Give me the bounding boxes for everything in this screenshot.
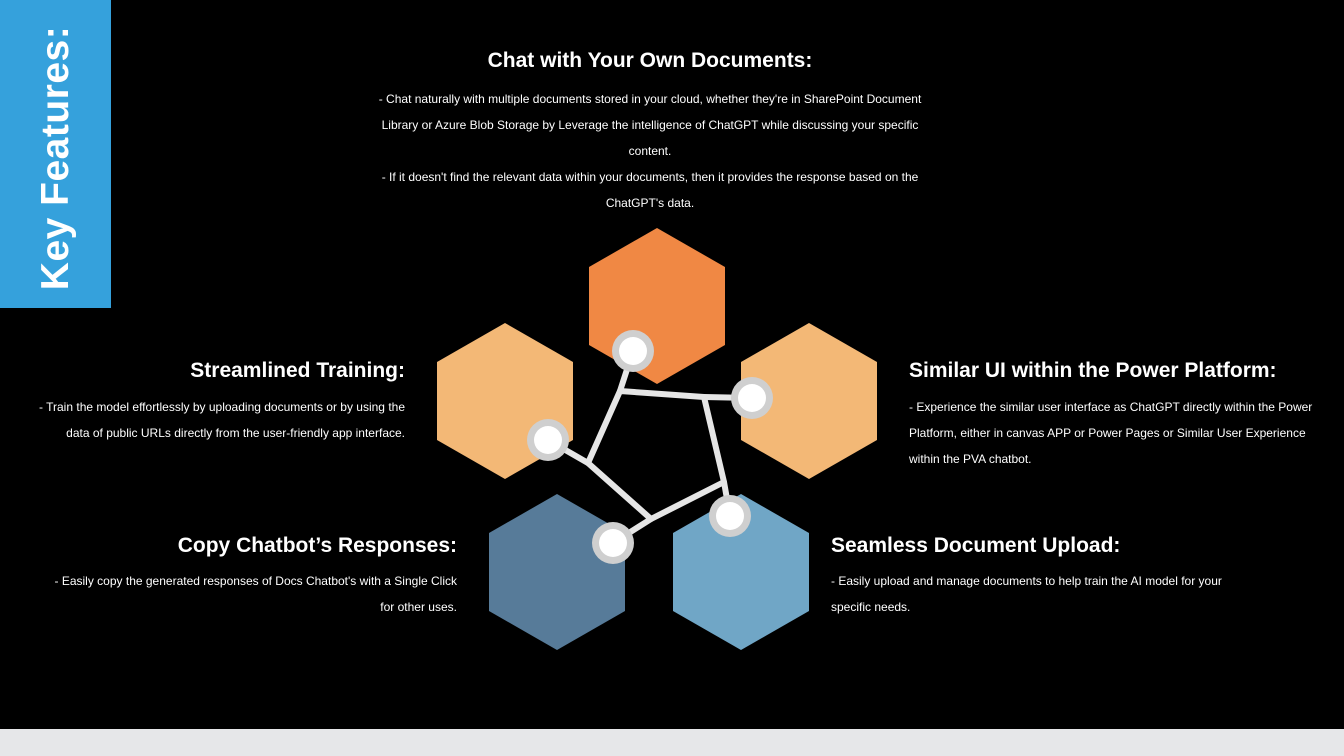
connector-nodes <box>527 330 773 564</box>
feature-right-title: Similar UI within the Power Platform: <box>909 359 1277 382</box>
feature-bottom-right-line: - Easily upload and manage documents to … <box>831 574 1222 588</box>
feature-bottom-left-title: Copy Chatbot’s Responses: <box>177 534 457 557</box>
hexagon-diagram <box>437 228 877 650</box>
feature-top-line: Library or Azure Blob Storage by Leverag… <box>381 118 919 132</box>
feature-top-title: Chat with Your Own Documents: <box>487 49 813 72</box>
bottom-strip <box>0 729 1344 756</box>
feature-top-line: ChatGPT's data. <box>605 196 695 210</box>
feature-left-text: - Train the model effortlessly by upload… <box>0 394 405 446</box>
slide: Key Features: <box>0 0 1344 729</box>
hexagon-right <box>741 323 877 479</box>
feature-left-line: - Train the model effortlessly by upload… <box>39 400 405 414</box>
feature-right-line: - Experience the similar user interface … <box>909 400 1313 414</box>
node-right <box>731 377 773 419</box>
feature-left-line: data of public URLs directly from the us… <box>66 426 405 440</box>
feature-top-line: - If it doesn't find the relevant data w… <box>381 170 919 184</box>
hexagon-top <box>589 228 725 384</box>
feature-bottom-left-line: - Easily copy the generated responses of… <box>54 574 458 588</box>
feature-right-line: Platform, either in canvas APP or Power … <box>909 426 1306 440</box>
feature-bottom-left-text: - Easily copy the generated responses of… <box>0 568 458 620</box>
feature-bottom-right-text: - Easily upload and manage documents to … <box>831 568 1271 620</box>
connector-pentagon <box>585 388 727 522</box>
feature-right-line: within the PVA chatbot. <box>909 452 1032 466</box>
feature-top-line: content. <box>628 144 672 158</box>
feature-right-text: - Experience the similar user interface … <box>909 394 1339 472</box>
hexagon-bottom-left <box>489 494 625 650</box>
side-banner: Key Features: <box>0 0 111 308</box>
node-left <box>527 419 569 461</box>
node-bottom-right <box>709 495 751 537</box>
feature-left-title: Streamlined Training: <box>190 359 405 382</box>
feature-bottom-right-line: specific needs. <box>831 600 911 614</box>
feature-top-text: - Chat naturally with multiple documents… <box>330 86 970 216</box>
node-top <box>612 330 654 372</box>
feature-bottom-left-line: for other uses. <box>380 600 457 614</box>
hexagon-bottom-right <box>673 494 809 650</box>
node-bottom-left <box>592 522 634 564</box>
feature-bottom-right-title: Seamless Document Upload: <box>831 534 1121 557</box>
feature-top-line: - Chat naturally with multiple documents… <box>378 92 922 106</box>
